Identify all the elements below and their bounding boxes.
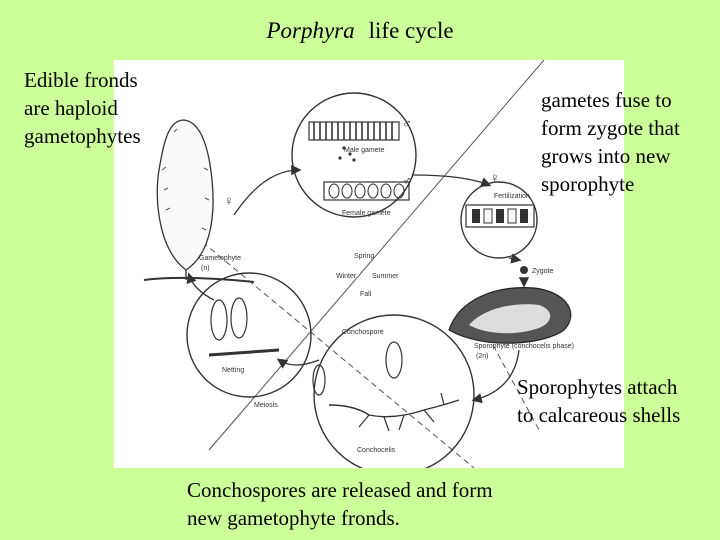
male-symbol-icon-2: ♂: [402, 173, 412, 188]
fertilization-circle: [460, 181, 538, 259]
arrow-to-zygote: [508, 253, 522, 264]
conchocelis-circle: [313, 314, 475, 476]
title-species: Porphyra: [266, 18, 355, 43]
diagram-panel: Male gamete Female gamete Fertilization …: [114, 59, 624, 476]
title-rest: life cycle: [368, 18, 454, 43]
arrow-to-gametes: [233, 164, 302, 216]
arrow-to-fertilization: [411, 174, 492, 187]
label-spring: Spring: [354, 253, 374, 260]
diploid-divider: [208, 59, 545, 451]
label-sporophyte-ploidy: (2n): [476, 353, 488, 360]
label-sporophyte: Sporophyte (conchocelis phase): [474, 343, 574, 350]
label-zygote: Zygote: [532, 268, 554, 275]
sporophyte-shell-illustration: [448, 287, 572, 344]
haploid-divider: [163, 209, 475, 469]
label-male-gamete: Male gamete: [344, 147, 385, 154]
male-gamete-illustration: [308, 121, 400, 162]
arrow-to-netting: [276, 358, 320, 369]
conchocelis-illustration: [312, 341, 460, 432]
label-female-gamete: Female gamete: [342, 210, 391, 217]
netting-circle: [186, 272, 312, 398]
arrow-to-conchocelis: [471, 349, 520, 404]
label-gametophyte: Gametophyte: [199, 255, 241, 262]
gamete-circle: [291, 92, 417, 218]
label-conchospore: Conchospore: [342, 329, 384, 336]
female-symbol-icon-2: ♀: [490, 170, 500, 185]
label-fall: Fall: [360, 291, 372, 298]
netting-illustration: [208, 297, 280, 357]
label-summer: Summer: [372, 273, 399, 280]
label-gametophyte-ploidy: (n): [201, 265, 210, 272]
label-fertilization: Fertilization: [494, 193, 530, 200]
caption-gametes-fuse: gametes fuse to form zygote that grows i…: [541, 88, 680, 196]
caption-conchospores: Conchospores are released and form new g…: [187, 478, 493, 530]
label-meiosis: Meiosis: [254, 402, 278, 409]
male-symbol-icon: ♂: [402, 116, 412, 131]
zygote-illustration: [520, 266, 528, 274]
life-cycle-diagram: Male gamete Female gamete Fertilization …: [143, 59, 574, 476]
label-conchocelis: Conchocelis: [357, 447, 396, 454]
caption-sporophytes-attach: Sporophytes attach to calcareous shells: [517, 375, 681, 427]
caption-edible-fronds: Edible fronds are haploid gametophytes: [24, 68, 141, 148]
female-symbol-icon: ♀: [224, 193, 234, 208]
label-netting: Netting: [222, 367, 244, 374]
page-title: Porphyra life cycle: [0, 18, 720, 44]
female-gamete-illustration: [323, 181, 410, 201]
gametophyte-frond-illustration: [143, 119, 255, 283]
fertilization-illustration: [465, 204, 535, 228]
label-winter: Winter: [336, 273, 357, 280]
